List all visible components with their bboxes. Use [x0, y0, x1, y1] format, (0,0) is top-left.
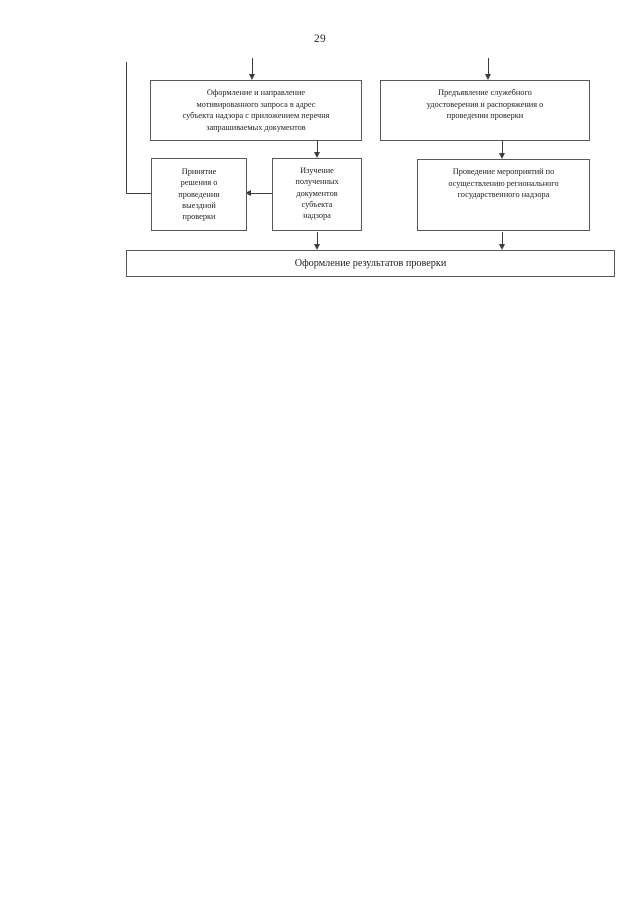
arrow-head-credentials-to-measures	[498, 153, 505, 159]
arrow-head-measures-to-results	[498, 244, 505, 250]
flowchart-node-request-label: Оформление и направление мотивированного…	[182, 88, 330, 132]
connector-measures-to-results-line	[502, 232, 504, 245]
flowchart-node-study: Изучение полученных документов субъекта …	[272, 158, 362, 231]
flowchart-node-decision-label: Принятие решения о проведении выездной п…	[178, 167, 220, 222]
flowchart-node-results: Оформление результатов проверки	[126, 250, 615, 277]
page-number: 29	[314, 33, 326, 45]
arrow-head-study-to-results	[313, 244, 320, 250]
connector-entry-to-credentials-line	[488, 58, 490, 75]
connector-decision-loopback-horizontal	[126, 193, 152, 195]
flowchart-node-results-label: Оформление результатов проверки	[294, 258, 447, 269]
arrow-head-request-to-study	[313, 152, 320, 158]
flowchart-node-study-label: Изучение полученных документов субъекта …	[295, 166, 339, 221]
connector-credentials-to-measures-line	[502, 141, 504, 154]
connector-study-to-results-line	[317, 232, 319, 245]
arrow-head-study-to-decision	[245, 189, 251, 196]
connector-study-to-decision-line	[249, 193, 273, 195]
flowchart-node-decision: Принятие решения о проведении выездной п…	[151, 158, 247, 231]
arrow-head-entry-to-request	[248, 74, 255, 80]
flowchart-node-measures-label: Проведение мероприятий по осуществлению …	[448, 167, 559, 200]
connector-decision-loopback-vertical	[126, 62, 128, 194]
flowchart-node-measures: Проведение мероприятий по осуществлению …	[417, 159, 590, 231]
arrow-head-entry-to-credentials	[484, 74, 491, 80]
flowchart-node-credentials-label: Предъявление служебного удостоверения и …	[426, 88, 544, 121]
flowchart-node-request: Оформление и направление мотивированного…	[150, 80, 362, 141]
connector-request-to-study-line	[317, 141, 319, 153]
connector-entry-to-request-line	[252, 58, 254, 75]
flowchart-node-credentials: Предъявление служебного удостоверения и …	[380, 80, 590, 141]
